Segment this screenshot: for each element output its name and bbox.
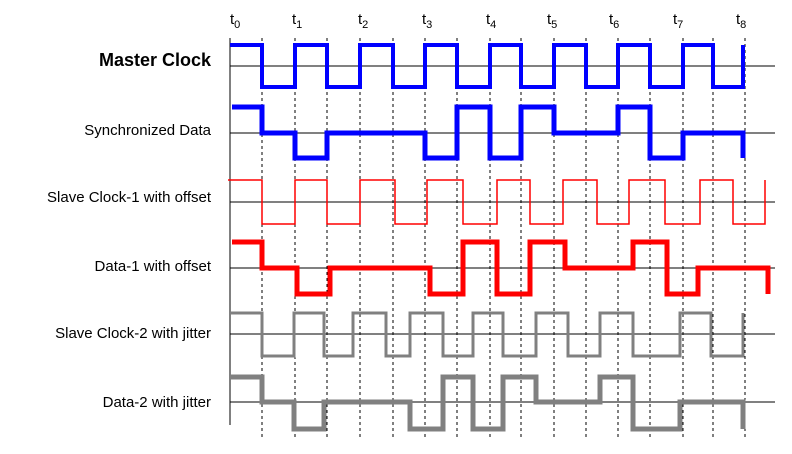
- time-marker-t3: t3: [422, 11, 432, 31]
- slave-clock-1-waveform: [228, 179, 766, 225]
- time-marker-t0: t0: [230, 11, 240, 31]
- label-data-2: Data-2 with jitter: [103, 394, 211, 411]
- master-clock-waveform: [230, 43, 745, 89]
- slave-clock-2-waveform: [230, 311, 745, 358]
- time-marker-t1: t1: [292, 11, 302, 31]
- signal-waveforms: [228, 43, 771, 432]
- synchronized-data-waveform: [232, 104, 746, 161]
- time-marker-labels: t0 t1 t2 t3 t4 t5 t6 t7 t8: [230, 11, 746, 31]
- data-1-waveform: [232, 239, 771, 297]
- signal-labels: Master Clock Synchronized Data Slave Clo…: [47, 50, 212, 411]
- time-guide-lines: [229, 38, 746, 440]
- time-marker-t8: t8: [736, 11, 746, 31]
- data-2-waveform: [230, 374, 746, 432]
- label-slave-clock-1: Slave Clock-1 with offset: [47, 189, 212, 206]
- time-marker-t5: t5: [547, 11, 557, 31]
- time-marker-t7: t7: [673, 11, 683, 31]
- label-data-1: Data-1 with offset: [95, 258, 212, 275]
- time-marker-t6: t6: [609, 11, 619, 31]
- time-marker-t4: t4: [486, 11, 496, 31]
- label-slave-clock-2: Slave Clock-2 with jitter: [55, 325, 211, 342]
- time-marker-t2: t2: [358, 11, 368, 31]
- label-synchronized-data: Synchronized Data: [84, 122, 211, 139]
- label-master-clock: Master Clock: [99, 50, 212, 70]
